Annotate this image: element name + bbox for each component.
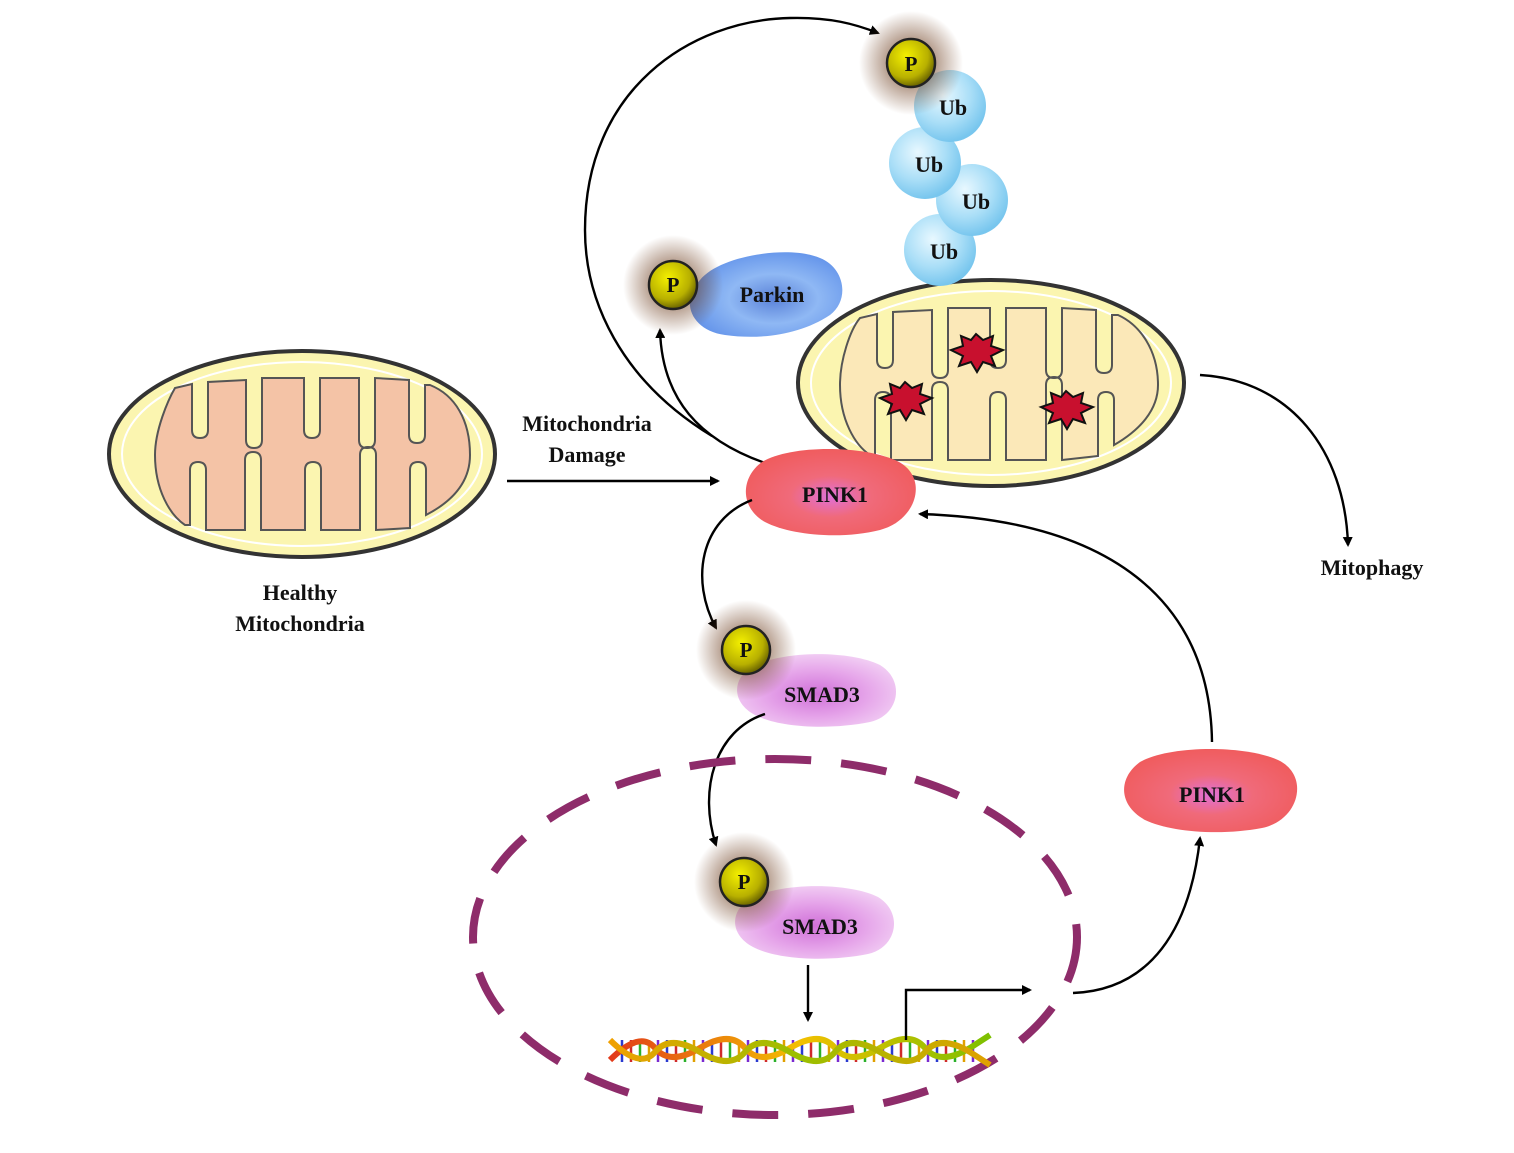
damage-label-line1: Mitochondria xyxy=(522,411,652,436)
ubiquitin-label: Ub xyxy=(962,189,990,214)
pink1-to-parkin-arrow xyxy=(655,328,766,465)
phospho-smad3-nuc: P xyxy=(694,832,794,932)
phospho-ub: P xyxy=(859,11,963,115)
parkin-label: Parkin xyxy=(740,282,805,307)
ubiquitin-2 xyxy=(889,127,961,199)
pink1-protein-top xyxy=(745,448,916,536)
damage-label-line2: Damage xyxy=(549,442,626,467)
pink1-protein-right xyxy=(1124,748,1298,833)
phospho-label: P xyxy=(740,638,753,662)
damaged-mitochondrion xyxy=(796,278,1186,488)
ubiquitin-label: Ub xyxy=(930,239,958,264)
phospho-label: P xyxy=(667,273,680,297)
pink1-right-label: PINK1 xyxy=(1179,782,1245,807)
phospho-label: P xyxy=(738,870,751,894)
healthy-mitochondrion xyxy=(107,349,497,559)
expression-to-pink1-arrow xyxy=(1072,836,1205,995)
nucleus-boundary xyxy=(469,755,1081,1119)
mitophagy-label: Mitophagy xyxy=(1321,555,1424,580)
dna-helix xyxy=(607,1032,992,1068)
healthy-label-line1: Healthy xyxy=(263,580,338,605)
damage-star xyxy=(1038,389,1096,431)
damage-star xyxy=(948,332,1006,374)
phospho-parkin: P xyxy=(623,235,723,335)
smad3-to-nucleus-arrow xyxy=(707,712,766,847)
transcription-arrow xyxy=(904,985,1032,1040)
damaged-cristae xyxy=(838,306,1160,462)
pink1-to-ub-arrow xyxy=(583,16,880,438)
mitophagy-arrow xyxy=(1199,373,1353,547)
healthy-label-line2: Mitochondria xyxy=(235,611,365,636)
ubiquitin-label: Ub xyxy=(915,152,943,177)
parkin-protein xyxy=(689,252,843,337)
phospho-label: P xyxy=(905,52,918,76)
healthy-cristae xyxy=(153,376,472,532)
phospho-smad3-cyto: P xyxy=(696,600,796,700)
pink1-to-smad3-arrow xyxy=(700,498,753,630)
smad3-nuc-label: SMAD3 xyxy=(782,914,858,939)
pink1-feedback-arrow xyxy=(918,509,1214,743)
damage-star xyxy=(877,380,935,422)
smad3-cyto-label: SMAD3 xyxy=(784,682,860,707)
pink1-top-label: PINK1 xyxy=(802,482,868,507)
